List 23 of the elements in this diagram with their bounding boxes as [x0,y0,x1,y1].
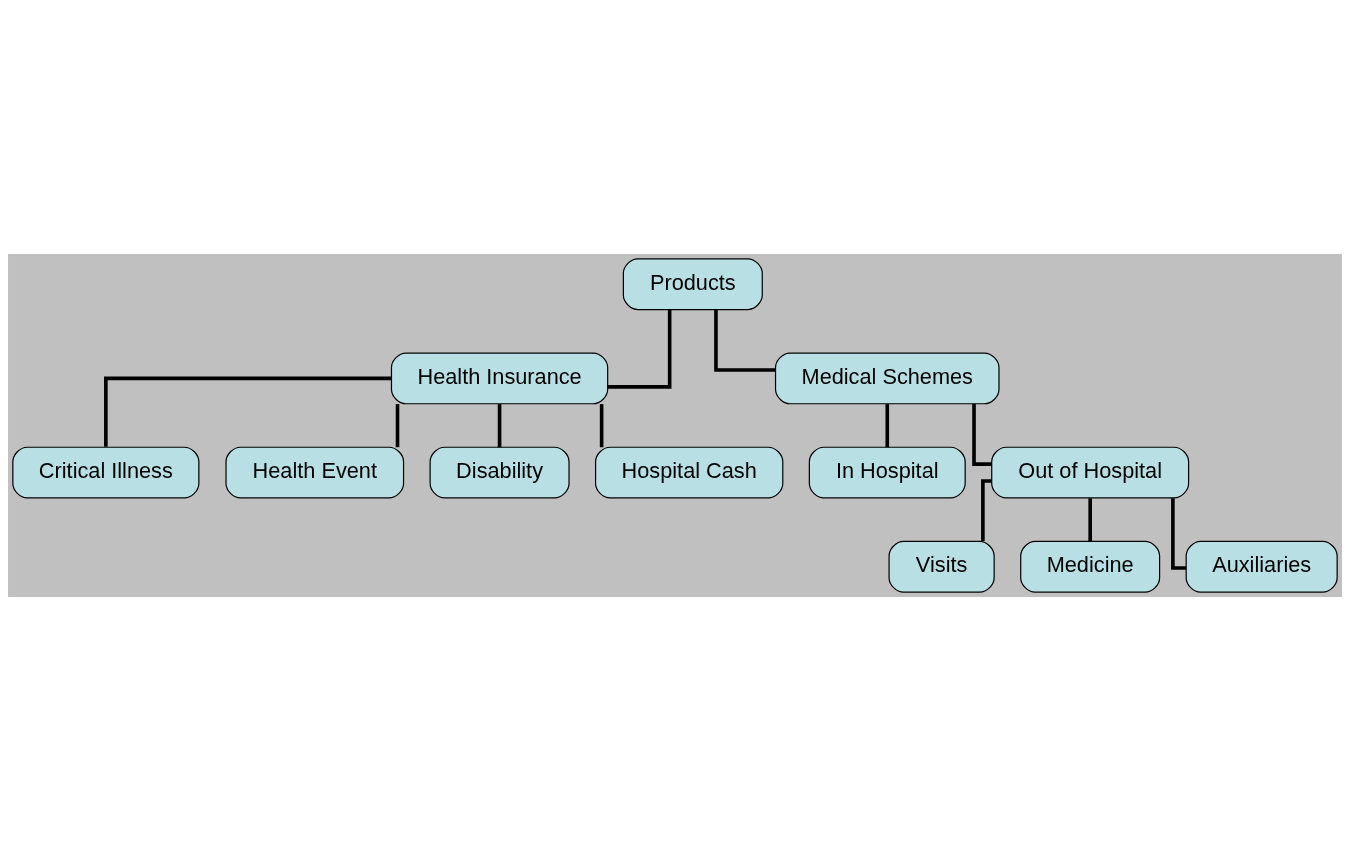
node-box: Visits [888,540,995,593]
node-box: Hospital Cash [595,446,784,499]
connector [972,403,992,466]
node-box: Health Event [225,446,405,499]
node-box: Medicine [1020,540,1161,593]
node-box: Medical Schemes [774,351,1000,404]
connector [1171,497,1186,570]
node-box: Products [622,257,763,310]
node-box: Disability [429,446,570,499]
connector [104,376,392,447]
connector [497,403,502,447]
connector [395,403,400,447]
connector [1088,497,1092,541]
connector [885,403,890,447]
node-box: Health Insurance [390,351,609,404]
node-box: Auxiliaries [1185,540,1338,593]
connector [607,309,672,389]
node-box: Out of Hospital [991,446,1190,499]
connector [981,478,992,541]
connector [714,309,776,372]
node-box: In Hospital [808,446,966,499]
node-box: Critical Illness [12,446,200,499]
connector [599,403,604,447]
